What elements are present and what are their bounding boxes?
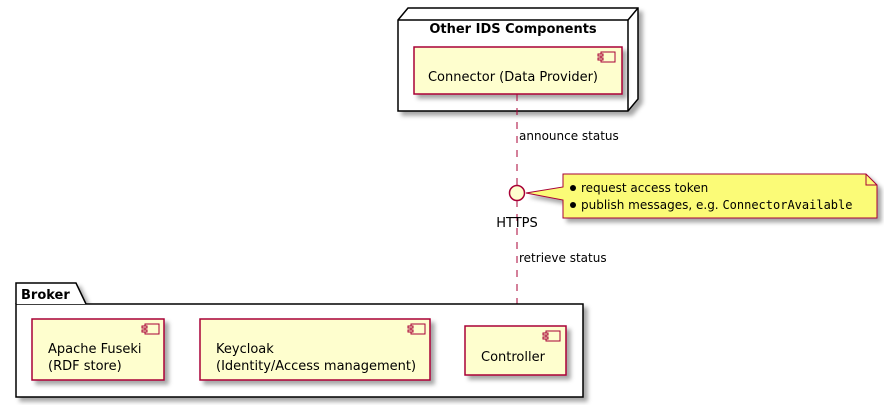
edge-retrieve-label: retrieve status <box>519 251 607 265</box>
note-item-2: publish messages, e.g. ConnectorAvailabl… <box>581 198 852 212</box>
note-item-2-code: ConnectorAvailable <box>722 198 852 212</box>
connector-component[interactable] <box>413 46 623 95</box>
https-interface-label: HTTPS <box>496 216 538 231</box>
https-interface-circle[interactable] <box>508 184 526 202</box>
note-item-1: request access token <box>581 181 708 195</box>
component-icon <box>542 330 561 342</box>
component-icon <box>141 323 160 335</box>
broker-title: Broker <box>21 288 70 303</box>
keycloak-label-line1: Keycloak <box>216 342 274 357</box>
node-title: Other IDS Components <box>429 22 597 37</box>
component-icon <box>407 323 426 335</box>
fuseki-label-line1: Apache Fuseki <box>48 342 142 357</box>
edge-announce-label: announce status <box>519 129 619 143</box>
connector-label: Connector (Data Provider) <box>428 70 598 85</box>
fuseki-label-line2: (RDF store) <box>48 359 122 374</box>
bullet-icon <box>570 185 576 191</box>
keycloak-component[interactable] <box>199 318 431 381</box>
note-item-2-text: publish messages, e.g. <box>581 198 722 212</box>
note <box>525 173 878 219</box>
controller-label: Controller <box>481 350 546 365</box>
keycloak-label-line2: (Identity/Access management) <box>216 359 416 374</box>
bullet-icon <box>570 202 576 208</box>
component-icon <box>597 51 616 63</box>
fuseki-component[interactable] <box>31 318 165 381</box>
